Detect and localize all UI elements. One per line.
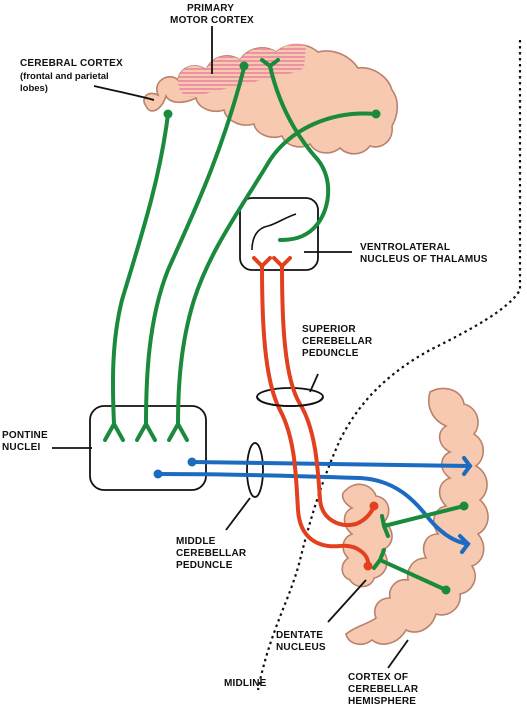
label-midline: MIDLINE	[224, 678, 267, 689]
leader-mcp	[225, 497, 251, 531]
cortical-cell-bodies	[163, 61, 381, 119]
label-pontine-nuclei: PONTINE NUCLEI	[2, 430, 51, 453]
label-cortex-of-cerebellar-hemisphere: CORTEX OF CEREBELLAR HEMISPHERE	[348, 672, 421, 707]
fork-terminal	[272, 256, 292, 269]
dentate-neuron-dot	[363, 561, 373, 571]
fork-terminal	[252, 256, 272, 269]
corticopontine-fiber-3	[176, 111, 378, 426]
thalamic-synaptic-terminals	[252, 256, 292, 269]
dentatothalamic-fiber-2	[280, 264, 376, 527]
fork-terminal	[372, 548, 386, 570]
pontocerebellar-fiber-1	[190, 460, 472, 468]
superior-cerebellar-peduncle-front	[256, 396, 324, 407]
dentatothalamic-fibers	[260, 264, 376, 568]
dentate-cell-bodies	[363, 501, 379, 571]
pontine-cell-bodies	[153, 457, 197, 479]
thalamus-box	[239, 197, 319, 271]
label-ventrolateral-nucleus: VENTROLATERAL NUCLEUS OF THALAMUS	[360, 242, 488, 265]
leader-cch	[387, 639, 409, 669]
fork-terminal	[167, 419, 189, 442]
purkinje-fiber-2	[378, 558, 448, 592]
cerebellar-cortex-shape	[345, 387, 489, 646]
thalamus-inner-outline	[251, 213, 297, 251]
pontocerebellar-fiber-2	[156, 472, 470, 546]
fork-terminal	[380, 514, 390, 538]
corticopontine-fibers	[110, 64, 378, 426]
middle-cerebellar-peduncle-ellipse	[246, 442, 264, 498]
purkinje-cell-bodies	[441, 501, 469, 595]
corticopontine-fiber-2	[144, 66, 246, 426]
label-cerebral-cortex: CEREBRAL CORTEX	[20, 58, 123, 69]
label-middle-cerebellar-peduncle: MIDDLE CEREBELLAR PEDUNCLE	[176, 536, 249, 571]
fork-terminal	[458, 534, 471, 554]
dentatothalamic-fiber-1	[260, 264, 371, 568]
purkinje-fibers	[378, 504, 466, 592]
pontine-neuron-dot	[153, 469, 163, 479]
cortical-neuron-dot	[371, 109, 381, 119]
leader-lines	[52, 26, 409, 669]
leader-scp	[309, 373, 319, 393]
pontine-synaptic-terminals	[103, 58, 280, 442]
pontocerebellar-fibers	[156, 460, 472, 546]
purkinje-neuron-dot	[441, 585, 451, 595]
leader-cerebral-cortex	[93, 85, 155, 101]
dentate-synaptic-terminals	[372, 514, 390, 570]
fork-terminal	[103, 419, 125, 442]
dentate-nucleus-shape	[341, 483, 393, 588]
corticothalamic-fiber	[268, 64, 331, 242]
leader-dentate	[327, 579, 367, 623]
fork-terminal	[135, 419, 157, 442]
purkinje-fiber-1	[382, 504, 466, 528]
label-cerebral-cortex-detail: (frontal and parietal lobes)	[20, 71, 111, 94]
dentate-neuron-dot	[369, 501, 379, 511]
fork-terminal	[260, 58, 280, 69]
label-dentate-nucleus: DENTATE NUCLEUS	[276, 630, 326, 653]
fork-terminal	[462, 456, 473, 476]
cortical-neuron-dot	[163, 109, 173, 119]
corticopontine-fiber-1	[110, 112, 170, 426]
cerebellar-cortex-terminals	[458, 456, 473, 554]
cortical-neuron-dot	[239, 61, 249, 71]
label-superior-cerebellar-peduncle: SUPERIOR CEREBELLAR PEDUNCLE	[302, 324, 375, 359]
label-primary-motor-cortex: PRIMARY MOTOR CORTEX	[170, 3, 254, 26]
pontine-neuron-dot	[187, 457, 197, 467]
purkinje-neuron-dot	[459, 501, 469, 511]
